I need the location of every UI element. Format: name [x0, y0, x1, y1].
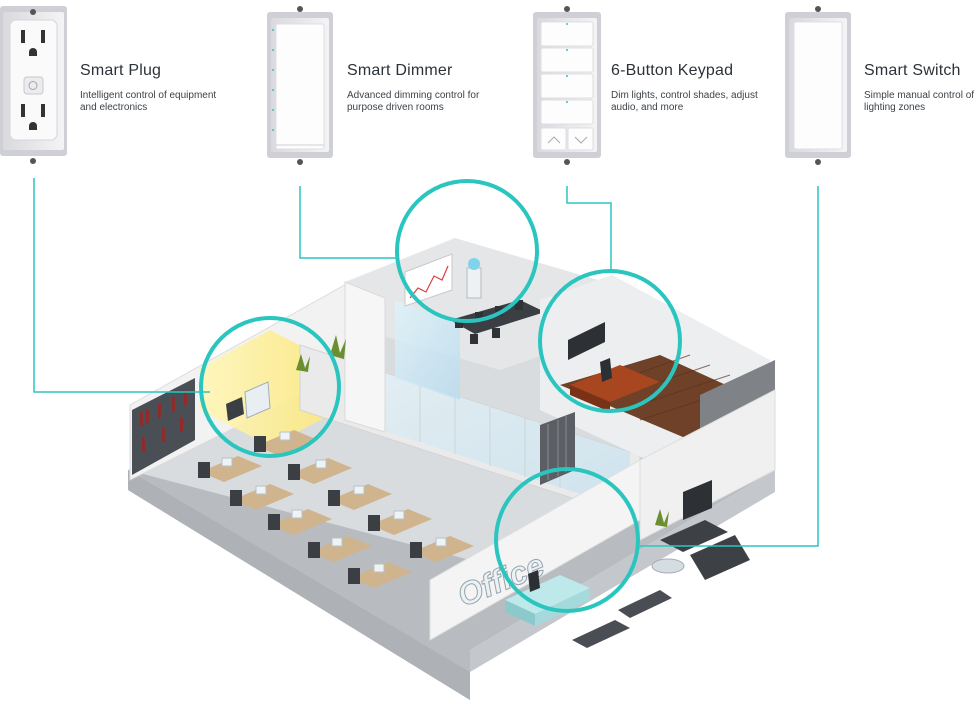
smart-switch-label: Smart Switch Simple manual control of li… — [864, 62, 978, 114]
smart-dimmer-desc: Advanced dimming control for purpose dri… — [347, 90, 480, 113]
smart-dimmer-label: Smart Dimmer Advanced dimming control fo… — [347, 62, 497, 114]
plug-zone-circle — [199, 316, 341, 458]
keypad-title: 6-Button Keypad — [611, 62, 734, 79]
keypad-label: 6-Button Keypad Dim lights, control shad… — [611, 62, 761, 114]
smart-plug-label: Smart Plug Intelligent control of equipm… — [80, 62, 230, 114]
keypad-device — [533, 6, 601, 165]
smart-plug-device — [0, 6, 67, 164]
smart-switch-device — [785, 6, 851, 165]
workstation-desks — [198, 430, 474, 588]
smart-dimmer-device — [267, 6, 333, 165]
plant-icon — [296, 335, 669, 527]
smart-dimmer-title: Smart Dimmer — [347, 62, 453, 79]
connector-lines — [33, 178, 819, 547]
smart-plug-desc: Intelligent control of equipment and ele… — [80, 90, 217, 113]
highlight-circles — [199, 179, 682, 613]
smart-switch-desc: Simple manual control of lighting zones — [864, 90, 975, 113]
outlet-slot-icon — [21, 30, 25, 43]
keypad-zone-circle — [538, 269, 682, 413]
keypad-desc: Dim lights, control shades, adjust audio… — [611, 90, 758, 113]
power-icon — [28, 81, 38, 90]
switch-zone-circle — [494, 467, 640, 613]
chevron-down-icon — [574, 136, 588, 144]
chevron-up-icon — [547, 136, 561, 144]
dimmer-zone-circle — [395, 179, 539, 323]
smart-switch-title: Smart Switch — [864, 62, 961, 79]
smart-plug-title: Smart Plug — [80, 62, 162, 79]
